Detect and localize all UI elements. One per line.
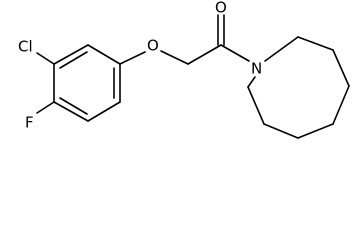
azocane-bond-2 <box>297 36 334 51</box>
ring-bond-5 <box>53 101 89 122</box>
ring-bond-4 <box>87 101 121 122</box>
benzene-ring <box>53 44 121 122</box>
chlorine-atom-label: Cl <box>18 38 33 56</box>
azocane-bond-6 <box>263 123 299 139</box>
oxygen-methylene-bond <box>160 50 189 65</box>
azocane-bond-1 <box>264 36 299 62</box>
azocane-bond-7 <box>247 86 265 125</box>
azocane-ring <box>247 36 350 139</box>
ether-oxygen-atom-label: O <box>147 37 159 55</box>
ring-double-bond-3 <box>59 97 88 115</box>
ring-bond-2 <box>87 44 121 65</box>
ring-double-bond-1 <box>59 51 88 69</box>
fluorine-atom-label: F <box>25 114 34 132</box>
carbonyl-oxygen-atom-label: O <box>215 0 227 17</box>
azocane-bond-3 <box>332 49 350 87</box>
fluorine-bond <box>36 101 55 114</box>
chlorine-bond <box>36 52 55 65</box>
carbonyl-nitrogen-bond <box>220 44 250 62</box>
methylene-carbonyl-bond <box>187 44 222 65</box>
molecule-diagram: Cl F O O N <box>18 0 350 139</box>
ring-bond-1 <box>53 44 89 65</box>
azocane-bond-8 <box>247 76 256 88</box>
structure-canvas: Cl F O O N <box>18 0 350 139</box>
nitrogen-atom-label: N <box>251 60 262 78</box>
azocane-bond-4 <box>332 85 350 125</box>
azocane-bond-5 <box>297 123 334 139</box>
aryl-oxygen-bond <box>119 51 146 65</box>
